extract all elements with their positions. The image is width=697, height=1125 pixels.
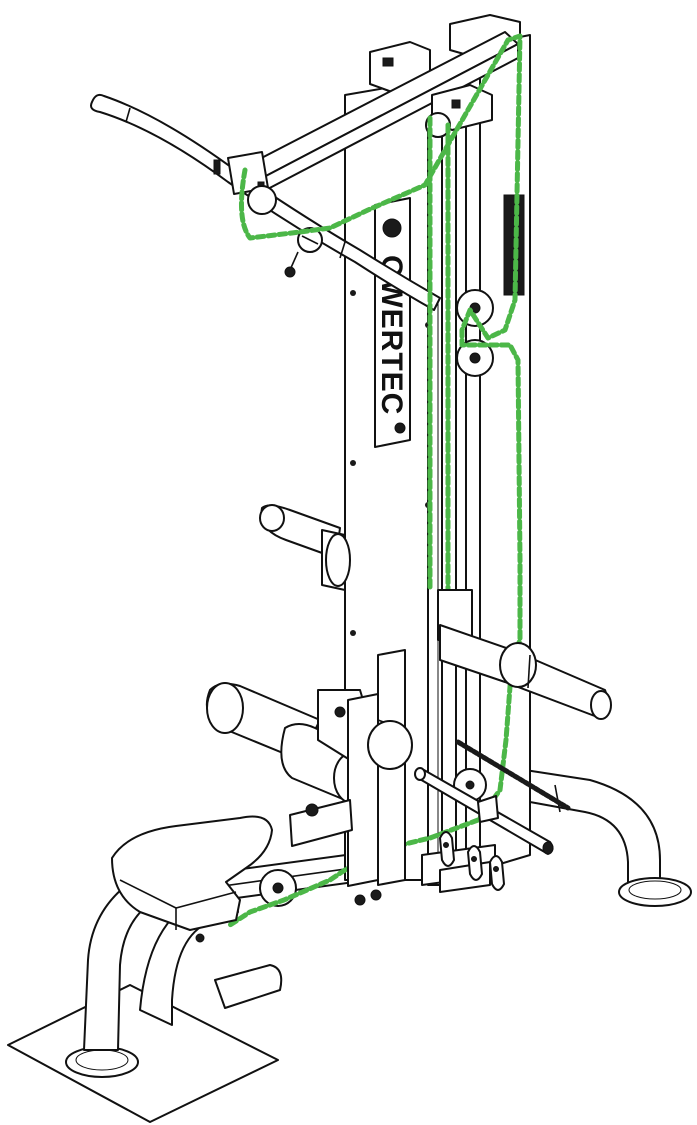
seat: [111, 815, 273, 931]
seat-frame: [289, 649, 413, 887]
weight-horn-left: [259, 504, 351, 591]
cable-line-inner: [427, 115, 451, 593]
right-foot: [524, 769, 692, 907]
chain: [455, 739, 571, 811]
carabiners: [439, 831, 505, 891]
weight-horn-right: [437, 589, 612, 720]
spring-clip: [284, 227, 323, 278]
brand-plate: OWERTEC: [374, 197, 411, 448]
straight-bar-attachment: [414, 767, 554, 855]
